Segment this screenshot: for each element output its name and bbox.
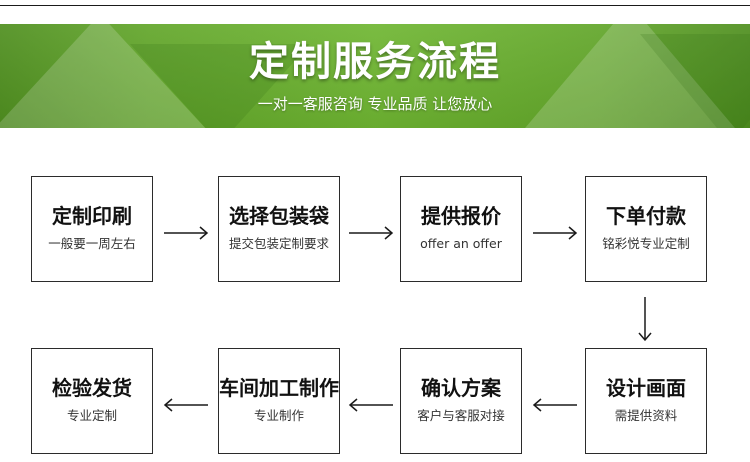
arrow-right-icon bbox=[348, 226, 394, 240]
top-divider bbox=[0, 5, 750, 6]
step-subtitle: 客户与客服对接 bbox=[417, 408, 505, 423]
step-subtitle: offer an offer bbox=[420, 236, 502, 251]
step-title: 检验发货 bbox=[52, 376, 132, 400]
banner-decoration bbox=[520, 24, 740, 128]
step-workshop-production: 车间加工制作 专业制作 bbox=[218, 348, 340, 454]
step-subtitle: 提交包装定制要求 bbox=[228, 236, 329, 251]
step-quote: 提供报价 offer an offer bbox=[400, 176, 522, 282]
arrow-down-icon bbox=[638, 296, 652, 342]
step-design: 设计画面 需提供资料 bbox=[585, 348, 707, 454]
step-title: 设计画面 bbox=[606, 376, 686, 400]
step-subtitle: 专业定制 bbox=[66, 408, 117, 423]
banner-decoration bbox=[0, 24, 220, 128]
step-subtitle: 需提供资料 bbox=[614, 408, 678, 423]
arrow-left-icon bbox=[532, 398, 578, 412]
step-title: 定制印刷 bbox=[52, 204, 132, 228]
step-title: 下单付款 bbox=[606, 204, 686, 228]
banner-decoration bbox=[640, 34, 750, 128]
banner-decoration bbox=[130, 44, 310, 128]
arrow-left-icon bbox=[348, 398, 394, 412]
banner-title: 定制服务流程 bbox=[249, 39, 501, 85]
step-inspect-ship: 检验发货 专业定制 bbox=[31, 348, 153, 454]
step-subtitle: 铭彩悦专业定制 bbox=[602, 236, 690, 251]
step-choose-bag: 选择包装袋 提交包装定制要求 bbox=[218, 176, 340, 282]
step-custom-print: 定制印刷 一般要一周左右 bbox=[31, 176, 153, 282]
banner-subtitle: 一对一客服咨询 专业品质 让您放心 bbox=[257, 95, 493, 113]
arrow-right-icon bbox=[163, 226, 209, 240]
step-subtitle: 专业制作 bbox=[253, 408, 304, 423]
header-banner: 定制服务流程 一对一客服咨询 专业品质 让您放心 bbox=[0, 24, 750, 128]
arrow-left-icon bbox=[163, 398, 209, 412]
step-title: 确认方案 bbox=[421, 376, 501, 400]
step-confirm-plan: 确认方案 客户与客服对接 bbox=[400, 348, 522, 454]
step-title: 提供报价 bbox=[421, 204, 501, 228]
step-title: 选择包装袋 bbox=[229, 204, 329, 228]
arrow-right-icon bbox=[532, 226, 578, 240]
step-subtitle: 一般要一周左右 bbox=[48, 236, 136, 251]
step-order-pay: 下单付款 铭彩悦专业定制 bbox=[585, 176, 707, 282]
step-title: 车间加工制作 bbox=[219, 376, 339, 400]
